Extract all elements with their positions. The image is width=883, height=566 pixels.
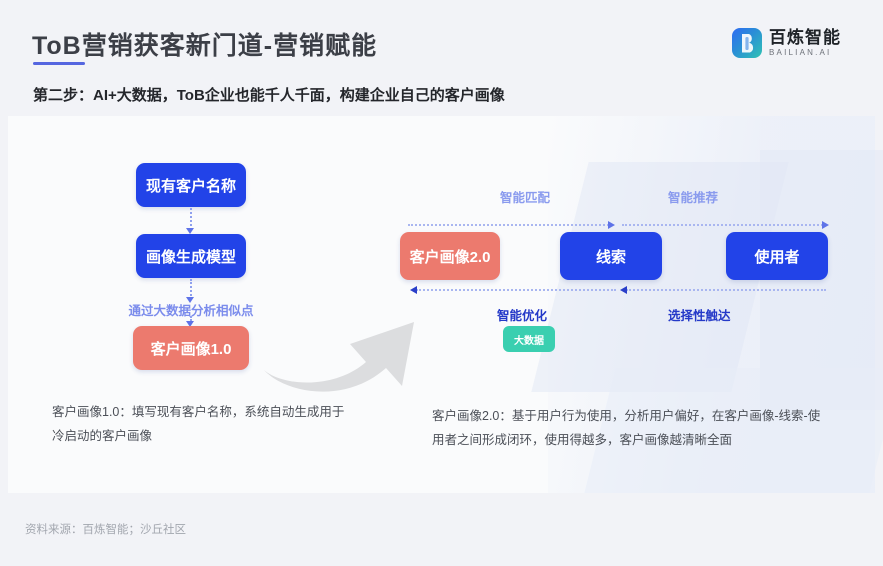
- caption-profile-2-0: 客户画像2.0：基于用户行为使用，分析用户偏好，在客户画像-线索-使用者之间形成…: [432, 409, 821, 448]
- flow-arrow-top-1: [408, 224, 612, 226]
- flow-arrow-top-2: [622, 224, 826, 226]
- flow-arrowhead-top-1: [608, 221, 615, 229]
- brand-logo: 百炼智能 BAILIAN.AI: [732, 28, 841, 58]
- decor-diagonal-b: [760, 150, 883, 410]
- logo-name-cn: 百炼智能: [769, 28, 841, 47]
- flow-label-intelligent-recommend: 智能推荐: [668, 191, 719, 205]
- connector-line-3: [190, 316, 192, 324]
- box-customer-profile-1-0[interactable]: 客户画像1.0: [133, 326, 249, 370]
- box-profile-generation-model[interactable]: 画像生成模型: [136, 234, 246, 278]
- title-underline: [33, 62, 85, 65]
- flow-arrowhead-top-2: [822, 221, 829, 229]
- box-existing-customer-name[interactable]: 现有客户名称: [136, 163, 246, 207]
- flow-arrowhead-bottom-1: [410, 286, 417, 294]
- flow-arrow-bottom-2: [626, 289, 826, 291]
- box-user[interactable]: 使用者: [726, 232, 828, 280]
- page-subtitle: 第二步：AI+大数据，ToB企业也能千人千面，构建企业自己的客户画像: [33, 87, 505, 104]
- left-flow-mid-label: 通过大数据分析相似点: [128, 304, 254, 318]
- page-title: ToB营销获客新门道-营销赋能: [32, 32, 378, 60]
- connector-arrowhead-2: [186, 297, 194, 303]
- box-clue[interactable]: 线索: [560, 232, 662, 280]
- connector-arrowhead-1: [186, 228, 194, 234]
- connector-line-2: [190, 279, 192, 299]
- box-customer-profile-2-0[interactable]: 客户画像2.0: [400, 232, 500, 280]
- flow-label-intelligent-optimize: 智能优化: [497, 309, 548, 323]
- big-curved-arrow-icon: [264, 322, 414, 392]
- logo-name-en: BAILIAN.AI: [769, 48, 832, 57]
- logo-mark-icon: [732, 28, 762, 58]
- connector-arrowhead-3: [186, 321, 194, 327]
- caption-profile-1-0: 客户画像1.0：填写现有客户名称，系统自动生成用于冷启动的客户画像: [52, 405, 345, 444]
- logo-text: 百炼智能 BAILIAN.AI: [769, 29, 841, 57]
- flow-label-selective-reach: 选择性触达: [668, 309, 731, 323]
- connector-line-1: [190, 208, 192, 230]
- flow-arrow-bottom-1: [416, 289, 616, 291]
- logo-b-glyph-icon: [742, 34, 754, 53]
- flow-arrowhead-bottom-2: [620, 286, 627, 294]
- slide-header: ToB营销获客新门道-营销赋能 第二步：AI+大数据，ToB企业也能千人千面，构…: [0, 0, 883, 104]
- badge-big-data: 大数据: [503, 326, 555, 352]
- source-note: 资料来源：百炼智能；沙丘社区: [25, 524, 186, 536]
- flow-label-intelligent-match: 智能匹配: [500, 191, 551, 205]
